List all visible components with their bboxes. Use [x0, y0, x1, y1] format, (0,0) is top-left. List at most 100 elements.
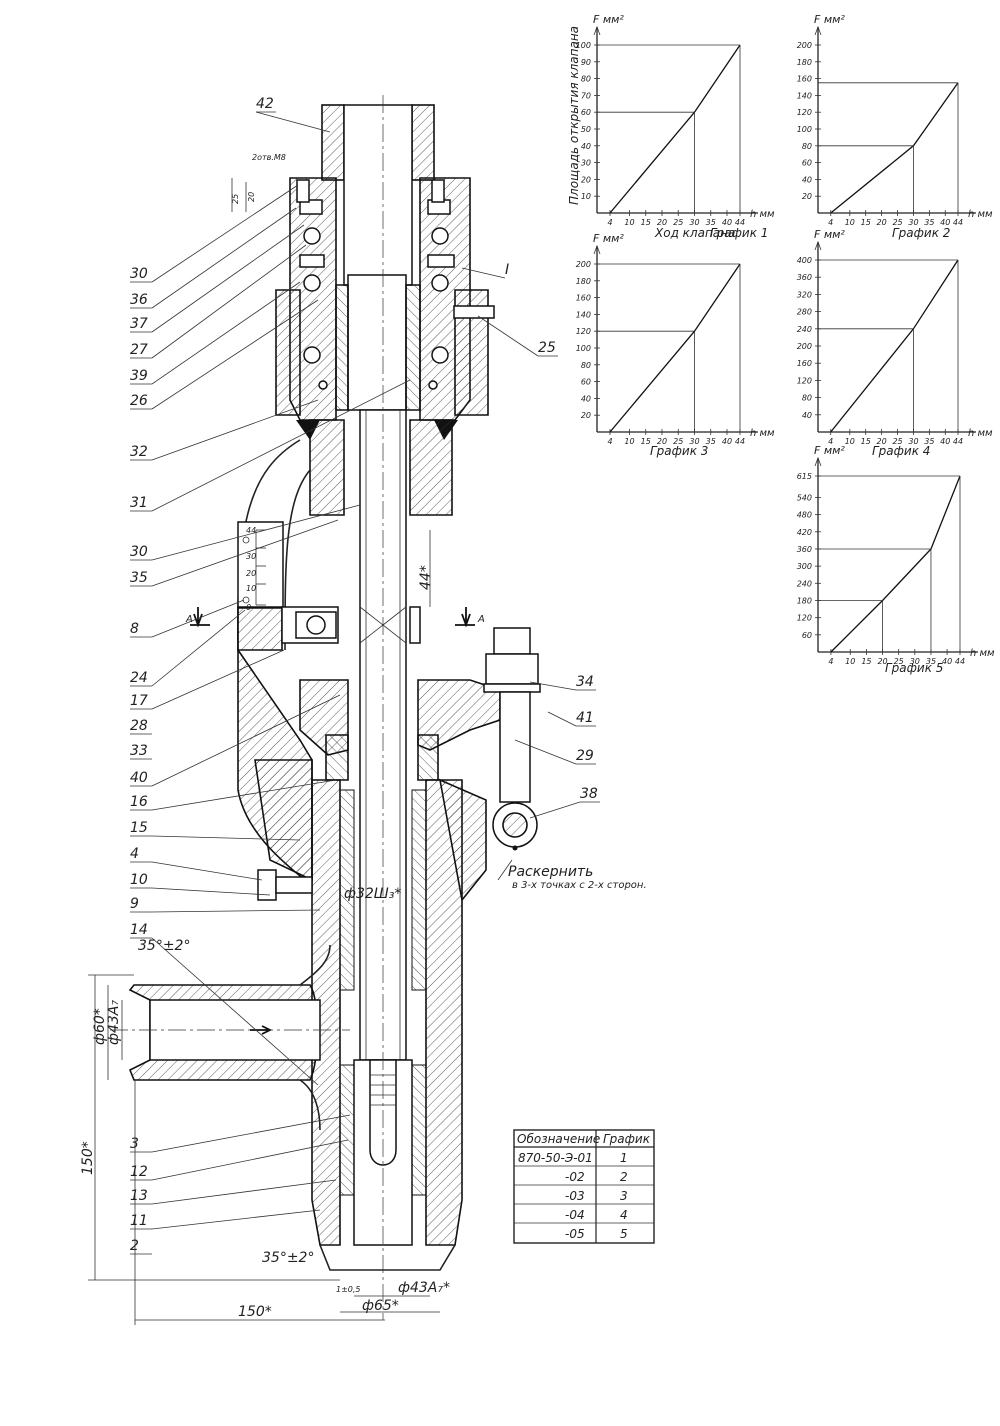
y-tick-label: 400: [797, 256, 812, 265]
y-tick-label: 60: [802, 159, 812, 168]
part-label: 27: [130, 342, 148, 358]
chart-title: График 3: [650, 444, 708, 458]
note-two-holes-m8: 2отв.М8: [252, 153, 286, 162]
part-label: 39: [130, 368, 148, 384]
part-label: 32: [130, 444, 148, 460]
part-label: 34: [576, 674, 594, 690]
x-tick-label: 40: [940, 218, 950, 227]
callout-leader: [151, 649, 285, 710]
callout-leader: [151, 207, 297, 309]
part-label: 9: [130, 896, 139, 912]
callout-leader: [255, 111, 331, 133]
y-tick-label: 80: [802, 142, 812, 151]
part-label: 30: [130, 266, 148, 282]
part-label: 2: [130, 1238, 139, 1254]
x-tick-label: 20: [877, 218, 887, 227]
part-label: 40: [130, 770, 148, 786]
y-tick-label: 120: [797, 614, 812, 623]
part-label: 30: [130, 544, 148, 560]
part-label: 35: [130, 570, 148, 586]
callout-leader: [151, 887, 271, 896]
y-tick-label: 50: [581, 125, 591, 134]
y-tick-label: 320: [797, 290, 812, 299]
x-tick-label: 35: [924, 218, 934, 227]
y-tick-label: 80: [581, 75, 591, 84]
x-tick-label: 40: [942, 657, 952, 666]
y-tick-label: 120: [797, 376, 812, 385]
y-tick-label: 10: [581, 192, 591, 201]
chart-title: График 5: [885, 661, 943, 675]
designation-table: Обозначение График 870-50-Э-01 1 -02 2 -…: [513, 1129, 655, 1244]
part-label: 38: [580, 786, 598, 802]
dim-length-150-horizontal: 150*: [238, 1304, 272, 1320]
table-row-designation: 870-50-Э-01: [518, 1151, 593, 1165]
x-axis-label: h мм: [750, 428, 775, 439]
y-tick-label: 160: [797, 75, 812, 84]
table-header-graph: График: [603, 1132, 651, 1146]
part-label: 28: [130, 718, 148, 734]
callout-leader: [151, 399, 319, 461]
y-axis-label: F мм²: [814, 444, 845, 457]
callout-leader: [151, 1139, 349, 1181]
y-tick-label: 480: [797, 511, 812, 520]
x-tick-label: 15: [861, 437, 871, 446]
table-header-designation: Обозначение: [517, 1132, 600, 1146]
bearing-balls: [296, 179, 455, 364]
x-tick-label: 25: [892, 218, 902, 227]
x-tick-label: 15: [641, 437, 651, 446]
x-tick-label: 20: [877, 657, 887, 666]
valve-section: 44 30 20 10 0: [110, 95, 541, 1320]
callout-leader: [547, 711, 577, 727]
y-tick-label: 615: [797, 472, 812, 481]
x-tick-label: 15: [861, 218, 871, 227]
callout-leader: [529, 681, 577, 691]
series-line: [609, 44, 741, 214]
section-cut-A-right: A: [477, 614, 485, 625]
y-axis-label: F мм²: [814, 13, 845, 26]
y-tick-label: 360: [797, 273, 812, 282]
x-tick-label: 44: [953, 437, 963, 446]
table-row-graph: 2: [620, 1170, 628, 1184]
y-tick-label: 180: [576, 277, 591, 286]
x-tick-label: 35: [706, 437, 716, 446]
part-label: 42: [256, 96, 274, 112]
x-tick-label: 4: [828, 657, 833, 666]
x-tick-label: 25: [894, 657, 904, 666]
y-tick-label: 20: [581, 411, 591, 420]
x-tick-label: 44: [955, 657, 965, 666]
packing-rings: [339, 789, 427, 1196]
callout-leader: [151, 1179, 337, 1205]
y-axis-label: F мм²: [814, 228, 845, 241]
x-tick-label: 40: [722, 218, 732, 227]
x-tick-label: 10: [845, 437, 855, 446]
callout-leader: [529, 801, 581, 819]
section-mark-I: I: [505, 262, 509, 278]
y-tick-label: 20: [802, 192, 812, 201]
y-tick-label: 60: [581, 108, 591, 117]
callout-leader: [477, 315, 539, 357]
chart-title: График 2: [892, 226, 950, 240]
callout-leader: [151, 861, 263, 881]
dim-25: 25: [231, 194, 240, 204]
scale-label-20: 20: [246, 569, 256, 578]
part-label: 36: [130, 292, 148, 308]
y-tick-label: 30: [581, 159, 591, 168]
x-tick-label: 44: [953, 218, 963, 227]
x-tick-label: 25: [892, 437, 902, 446]
y-tick-label: 360: [797, 545, 812, 554]
x-tick-label: 30: [689, 218, 699, 227]
y-tick-label: 70: [581, 91, 591, 100]
dimensions: 150* 150* ф60* ф43А₇ 35°±2° 35°±2° ф43А₇…: [80, 153, 647, 1325]
y-tick-label: 420: [797, 528, 812, 537]
x-axis-label: h мм: [968, 428, 993, 439]
x-axis-label: h мм: [970, 648, 995, 659]
x-tick-label: 25: [673, 218, 683, 227]
x-tick-label: 15: [861, 657, 871, 666]
table-row-designation: -04: [565, 1208, 585, 1222]
y-tick-label: 100: [797, 125, 812, 134]
table-row-graph: 5: [620, 1227, 628, 1241]
callout-leader: [151, 909, 321, 913]
scale-label-10: 10: [246, 584, 256, 593]
